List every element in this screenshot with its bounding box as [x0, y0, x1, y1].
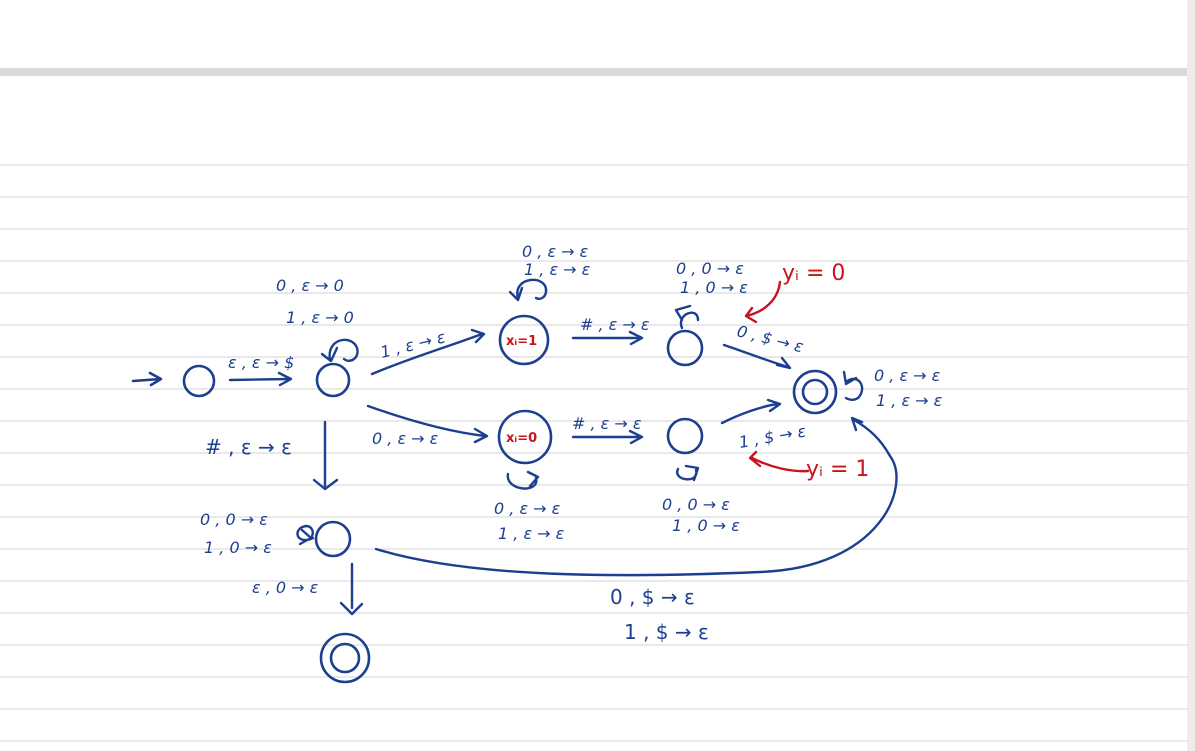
page-separator: [0, 68, 1195, 76]
edge-x1-t1: [571, 330, 644, 346]
label-x0-t0: # , ε → ε: [572, 414, 642, 433]
edge-q1-q2: [312, 420, 339, 491]
edge-q2-acc: [374, 416, 898, 577]
state-accept-outer: [792, 369, 838, 415]
state-final-outer: [319, 632, 371, 684]
note-y-one: yᵢ = 1: [806, 457, 869, 482]
label-loop-t1-1: 1 , 0 → ε: [680, 278, 748, 297]
state-t1: [666, 329, 704, 367]
label-push-dollar: ε , ε → $: [228, 353, 294, 372]
label-bottom-0: 0 , $ → ε: [610, 585, 695, 609]
label-x1-t1: # , ε → ε: [580, 315, 650, 334]
loop-x1: [508, 278, 548, 302]
label-q1-down: # , ε → ε: [205, 435, 292, 459]
state-x1-label: xᵢ=1: [506, 334, 537, 349]
label-loop-q2-0: 0 , 0 → ε: [200, 510, 268, 529]
page-edge: [1187, 0, 1195, 751]
state-accept-inner: [801, 378, 829, 406]
label-q1-x0: 0 , ε → ε: [372, 429, 439, 448]
label-t0-acc: 1 , $ → ε: [737, 421, 807, 452]
label-loop-x1-1: 1 , ε → ε: [524, 260, 591, 279]
state-t0: [666, 417, 704, 455]
state-start: [182, 364, 216, 398]
edge-t1-acc: [722, 343, 792, 370]
edge-q2-final: [339, 562, 364, 616]
label-loop-t0-0: 0 , 0 → ε: [662, 495, 730, 514]
label-t1-acc: 0 , $ → ε: [735, 321, 806, 356]
loop-t0: [676, 464, 700, 482]
state-q2: [314, 520, 352, 558]
label-loop-acc-1: 1 , ε → ε: [876, 391, 943, 410]
label-loop-t1-0: 0 , 0 → ε: [676, 259, 744, 278]
top-margin: [0, 0, 1195, 68]
state-x0: [497, 409, 553, 465]
loop-acc: [842, 370, 864, 401]
label-loop-acc-0: 0 , ε → ε: [874, 366, 941, 385]
label-bottom-1: 1 , $ → ε: [624, 620, 709, 644]
edge-start-q1: [228, 371, 293, 387]
edge-q1-x1: [370, 328, 486, 376]
label-loop-q2-1: 1 , 0 → ε: [204, 538, 272, 557]
label-loop-q1-1: 1 , ε → 0: [286, 308, 354, 327]
label-loop-q1-0: 0 , ε → 0: [276, 276, 344, 295]
start-arrow: [131, 371, 163, 387]
ruled-lines: [0, 164, 1187, 742]
arrow-y1: [748, 450, 810, 473]
state-x1: [498, 314, 550, 366]
edge-x0-t0: [571, 429, 644, 445]
label-loop-x0-0: 0 , ε → ε: [494, 499, 561, 518]
state-x0-label: xᵢ=0: [506, 431, 537, 446]
loop-x0: [506, 470, 540, 490]
label-loop-t0-1: 1 , 0 → ε: [672, 516, 740, 535]
state-final-inner: [329, 642, 361, 674]
edge-q1-x0: [366, 404, 489, 444]
label-q2-down: ε , 0 → ε: [252, 578, 319, 597]
loop-t1: [674, 304, 700, 330]
arrow-y0: [744, 280, 782, 324]
loop-q2: [296, 524, 315, 546]
note-y-zero: yᵢ = 0: [782, 261, 845, 286]
loop-q1: [320, 338, 359, 363]
label-loop-x0-1: 1 , ε → ε: [498, 524, 565, 543]
edge-t0-acc: [720, 398, 782, 425]
state-q1: [315, 362, 351, 398]
label-loop-x1-0: 0 , ε → ε: [522, 242, 589, 261]
notebook-page: xᵢ=1 xᵢ=0: [0, 76, 1187, 751]
pda-diagram: xᵢ=1 xᵢ=0: [0, 164, 1187, 742]
